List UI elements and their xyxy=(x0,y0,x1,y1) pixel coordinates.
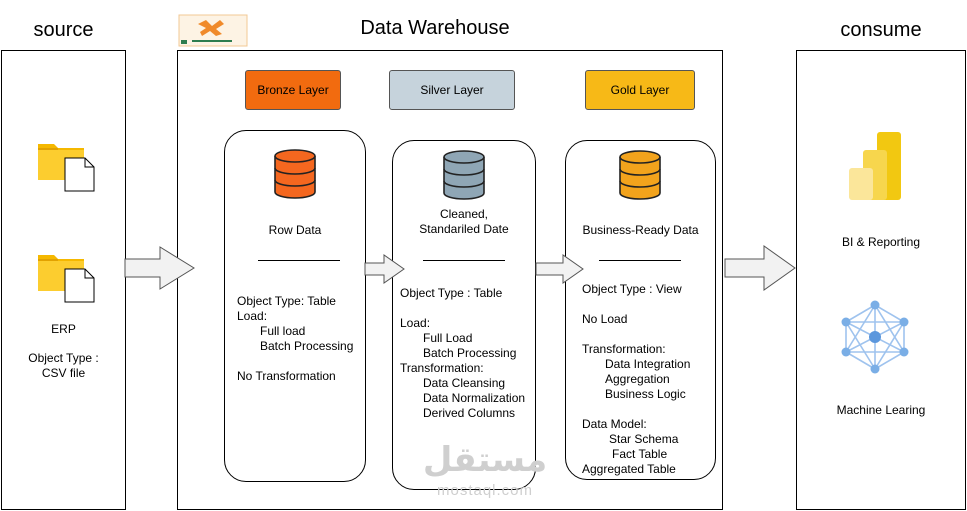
gold-details: Object Type : View No Load Transformatio… xyxy=(582,282,690,477)
gold-layer-badge: Gold Layer xyxy=(585,70,695,110)
bronze-load-item: Batch Processing xyxy=(260,339,354,353)
gold-load: No Load xyxy=(582,312,628,326)
machine-learning-label: Machine Learing xyxy=(836,403,926,417)
bronze-load-item: Full load xyxy=(260,324,306,338)
block-arrow-icon xyxy=(535,254,585,284)
database-icon xyxy=(273,148,317,200)
source-title: source xyxy=(33,19,94,41)
silver-transformation-item: Derived Columns xyxy=(423,406,516,420)
silver-object-type: Object Type : Table xyxy=(400,286,503,300)
silver-load-item: Full Load xyxy=(423,331,473,345)
bronze-heading: Row Data xyxy=(268,223,322,237)
gold-model-last: Aggregated Table xyxy=(582,462,676,476)
silver-heading-line1: Cleaned, xyxy=(439,207,489,221)
bronze-transformation: No Transformation xyxy=(237,369,336,383)
gold-transformation-label: Transformation: xyxy=(582,342,666,356)
silver-heading: Cleaned, Standariled Date xyxy=(392,207,536,237)
gold-transformation-item: Data Integration xyxy=(605,357,691,371)
silver-layer-badge: Silver Layer xyxy=(389,70,515,110)
gold-model-item: Star Schema xyxy=(609,432,679,446)
gold-heading: Business-Ready Data xyxy=(582,223,699,237)
neural-network-icon xyxy=(838,300,912,374)
gold-transformation-item: Aggregation xyxy=(605,372,670,386)
bronze-details: Object Type: Table Load: Full load Batch… xyxy=(237,294,353,384)
gold-model-item: Fact Table xyxy=(612,447,668,461)
silver-heading-line2: Standariled Date xyxy=(419,222,509,236)
source-object-type-value: CSV file xyxy=(41,366,86,380)
power-bi-icon xyxy=(849,130,903,202)
bronze-divider xyxy=(258,260,340,261)
silver-load-label: Load: xyxy=(400,316,431,330)
silver-transformation-label: Transformation: xyxy=(400,361,484,375)
consume-panel xyxy=(796,50,966,510)
block-arrow-icon xyxy=(724,245,797,291)
block-arrow-icon xyxy=(364,254,406,284)
gold-divider xyxy=(599,260,681,261)
bronze-layer-badge: Bronze Layer xyxy=(245,70,341,110)
bronze-load-label: Load: xyxy=(237,309,268,323)
source-label: ERP xyxy=(51,322,76,336)
consume-title: consume xyxy=(840,19,922,41)
warehouse-title: Data Warehouse xyxy=(360,17,510,39)
block-arrow-icon xyxy=(124,246,196,290)
gold-transformation-item: Business Logic xyxy=(605,387,686,401)
watermark-url: mostaql.com xyxy=(436,482,534,499)
gold-model-label: Data Model: xyxy=(582,417,647,431)
watermark-logo: مستقل xyxy=(422,441,548,479)
folder-file-icon xyxy=(36,249,98,303)
bi-reporting-label: BI & Reporting xyxy=(841,235,921,249)
database-icon xyxy=(618,149,662,201)
warehouse-logo-icon xyxy=(178,14,248,47)
silver-transformation-item: Data Cleansing xyxy=(423,376,506,390)
folder-file-icon xyxy=(36,138,98,192)
bronze-object-type: Object Type: Table xyxy=(237,294,336,308)
silver-transformation-item: Data Normalization xyxy=(423,391,526,405)
database-icon xyxy=(442,149,486,201)
silver-details: Object Type : Table Load: Full Load Batc… xyxy=(400,286,525,421)
silver-divider xyxy=(423,260,505,261)
gold-object-type: Object Type : View xyxy=(582,282,682,296)
source-object-type-label: Object Type : xyxy=(28,351,99,365)
silver-load-item: Batch Processing xyxy=(423,346,517,360)
